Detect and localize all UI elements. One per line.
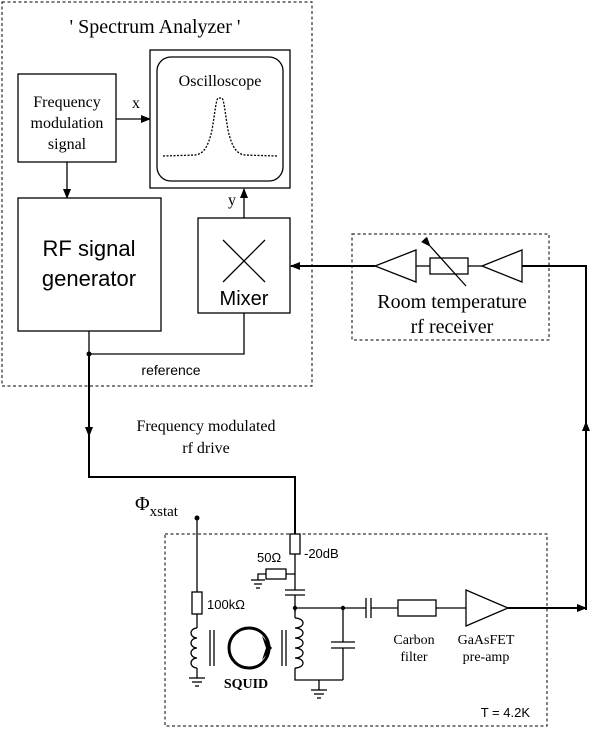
reference-wire — [88, 313, 245, 355]
reference-label: reference — [141, 362, 200, 378]
y-label: y — [228, 192, 236, 209]
tank-bottom-wire — [294, 668, 343, 681]
flux-bias-label: Φxstat — [135, 493, 179, 520]
receiver-label-1: Room temperature — [377, 291, 527, 313]
oscilloscope-screen — [156, 56, 284, 182]
cryostat-frame — [164, 533, 548, 727]
resistor-50 — [265, 568, 287, 580]
receiver-amp-right — [480, 249, 523, 283]
resistor-100k — [191, 591, 203, 615]
oscilloscope-outer — [149, 49, 291, 189]
attenuator-label: -20dB — [304, 546, 339, 561]
resistor-50-label: 50Ω — [257, 550, 281, 565]
resistor-100k-label: 100kΩ — [207, 597, 245, 612]
mixer-cross-b — [222, 239, 266, 283]
drive-label-2: rf drive — [182, 440, 230, 457]
rf-generator-block — [17, 197, 162, 332]
spectrum-analyzer-title: ' Spectrum Analyzer ' — [69, 16, 240, 38]
carbon-filter-label-1: Carbon — [393, 633, 434, 648]
spectrum-analyzer-frame — [1, 1, 313, 387]
rf-drive-wire — [88, 434, 296, 534]
temperature-label: T = 4.2K — [481, 705, 531, 720]
rf-generator-label-1: RF signal — [43, 236, 136, 261]
x-label: x — [132, 95, 140, 112]
mixer-label: Mixer — [220, 288, 269, 310]
carbon-filter-label-2: filter — [400, 650, 428, 665]
attenuator-20db — [289, 533, 301, 555]
resonance-trace — [162, 97, 278, 157]
squid-label: SQUID — [224, 677, 268, 692]
rf-generator-label-2: generator — [42, 266, 136, 291]
flux-coil — [190, 627, 198, 669]
resistor-50-wire — [257, 573, 266, 580]
receiver-amp-left — [373, 249, 417, 283]
return-wire-upper — [522, 265, 587, 424]
squid-ring — [227, 626, 271, 670]
receiver-attenuator — [429, 257, 469, 275]
freq-mod-label-2: modulation — [31, 115, 104, 132]
squid-junction — [262, 636, 272, 660]
attenuator-adjust-arrow — [421, 236, 467, 287]
gaasfet-preamp — [465, 589, 510, 627]
carbon-filter — [397, 599, 437, 617]
freq-mod-label-3: signal — [48, 136, 87, 153]
attenuator-wire — [286, 554, 296, 575]
freq-mod-label-1: Frequency — [33, 94, 101, 111]
tank-inductor — [294, 617, 304, 669]
preamp-label-1: GaAsFET — [458, 633, 515, 648]
receiver-label-2: rf receiver — [411, 316, 494, 338]
preamp-label-2: pre-amp — [463, 650, 510, 665]
drive-label-1: Frequency modulated — [136, 418, 275, 435]
receiver-frame — [351, 233, 550, 341]
oscilloscope-label: Oscilloscope — [179, 73, 262, 90]
